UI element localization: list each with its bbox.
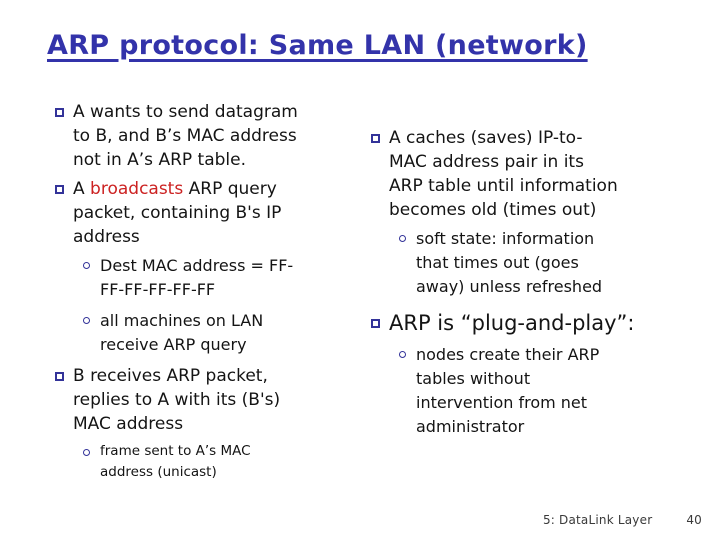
circle-bullet-icon — [83, 262, 90, 269]
bullet-item: A broadcasts ARP query packet, containin… — [55, 177, 373, 249]
square-bullet-icon — [371, 319, 380, 328]
sub-bullet-text: all machines on LAN receive ARP query — [100, 311, 264, 354]
sub-bullet-text: frame sent to A’s MAC address (unicast) — [100, 443, 251, 480]
bullet-item: A wants to send datagram to B, and B’s M… — [55, 100, 373, 172]
square-bullet-icon — [55, 108, 64, 117]
sub-bullet-item: frame sent to A’s MAC address (unicast) — [83, 441, 373, 483]
sub-bullet-item: nodes create their ARP tables without in… — [399, 343, 706, 439]
square-bullet-icon — [55, 185, 64, 194]
slide-footer: 5: DataLink Layer 40 — [543, 513, 702, 527]
footer-section-label: 5: DataLink Layer — [542, 513, 653, 527]
circle-bullet-icon — [399, 235, 406, 242]
circle-bullet-icon — [399, 351, 406, 358]
bullet-text-segment: ARP query packet, containing B's IP addr… — [73, 179, 282, 247]
bullet-text: ARP is “plug-and-play”: — [389, 311, 635, 335]
bullet-item: ARP is “plug-and-play”: — [371, 308, 706, 338]
bullet-text: A wants to send datagram to B, and B’s M… — [73, 102, 298, 170]
bullet-text-segment: A — [73, 179, 91, 199]
sub-bullet-text: Dest MAC address = FF- FF-FF-FF-FF-FF — [100, 256, 294, 299]
footer-page-number: 40 — [686, 513, 702, 527]
sub-bullet-item: all machines on LAN receive ARP query — [83, 309, 373, 357]
square-bullet-icon — [371, 134, 380, 143]
bullet-item: A caches (saves) IP-to- MAC address pair… — [371, 126, 706, 222]
sub-bullet-item: soft state: information that times out (… — [399, 227, 706, 299]
highlighted-word: broadcasts — [90, 179, 184, 199]
bullet-text: A broadcasts ARP query packet, containin… — [73, 177, 281, 249]
sub-bullet-text: soft state: information that times out (… — [416, 229, 603, 296]
bullet-item: B receives ARP packet, replies to A with… — [55, 364, 373, 436]
right-column: A caches (saves) IP-to- MAC address pair… — [371, 126, 706, 446]
slide-title: ARP protocol: Same LAN (network) — [47, 30, 588, 61]
sub-bullet-text: nodes create their ARP tables without in… — [416, 345, 600, 436]
bullet-text: A caches (saves) IP-to- MAC address pair… — [389, 128, 618, 220]
circle-bullet-icon — [83, 449, 90, 456]
bullet-text: B receives ARP packet, replies to A with… — [73, 366, 281, 434]
left-column: A wants to send datagram to B, and B’s M… — [55, 100, 373, 490]
circle-bullet-icon — [83, 317, 90, 324]
sub-bullet-item: Dest MAC address = FF- FF-FF-FF-FF-FF — [83, 254, 373, 302]
square-bullet-icon — [55, 372, 64, 381]
